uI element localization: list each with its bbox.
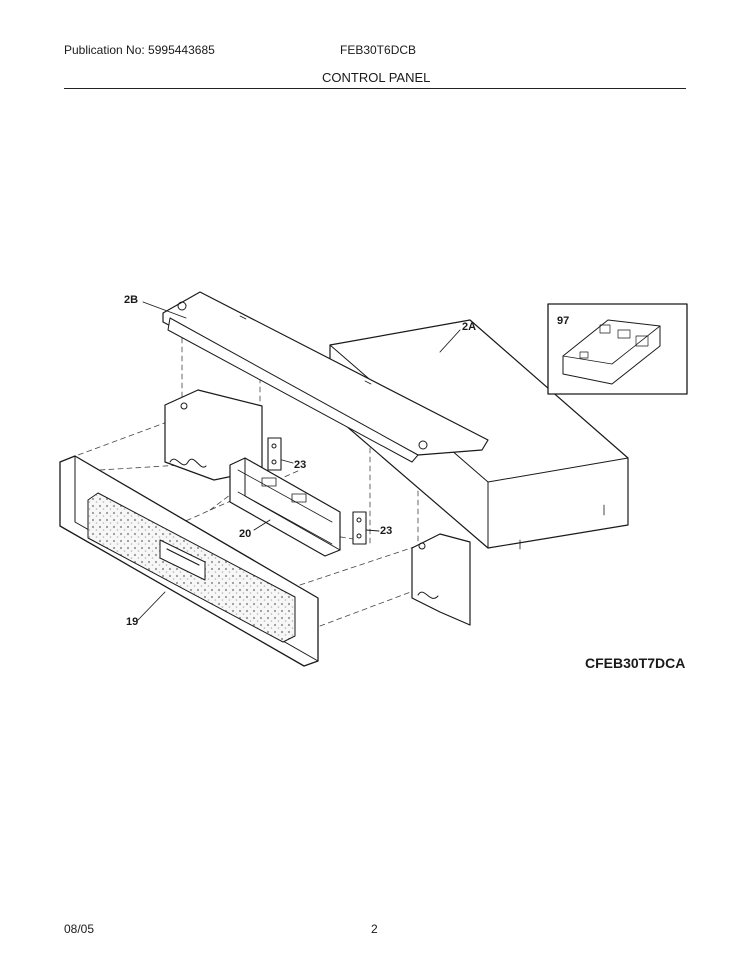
- callout-2a: 2A: [462, 321, 476, 333]
- callout-2b: 2B: [124, 294, 138, 306]
- bracket-lower: [352, 511, 367, 545]
- callout-20: 20: [239, 528, 251, 540]
- callout-23-lower: 23: [380, 525, 392, 537]
- diagram-code: CFEB30T7DCA: [585, 655, 685, 671]
- header-rule: [64, 88, 686, 89]
- left-side-panel: [164, 389, 263, 481]
- page-number: 2: [371, 922, 378, 936]
- callout-23-upper: 23: [294, 459, 306, 471]
- callout-97: 97: [557, 315, 569, 327]
- bracket-upper: [267, 437, 282, 471]
- leader-lines: [137, 301, 461, 621]
- model-number: FEB30T6DCB: [340, 43, 417, 57]
- section-title: CONTROL PANEL: [322, 70, 431, 85]
- footer-date: 08/05: [64, 922, 95, 936]
- replacement-board-inset: [547, 303, 688, 395]
- front-control-panel: [59, 455, 319, 667]
- callout-19: 19: [126, 616, 138, 628]
- publication-number: Publication No: 5995443685: [64, 43, 215, 57]
- right-side-panel: [411, 533, 471, 626]
- electronic-control-board: [229, 457, 341, 557]
- trim-strip-2b: [162, 291, 489, 463]
